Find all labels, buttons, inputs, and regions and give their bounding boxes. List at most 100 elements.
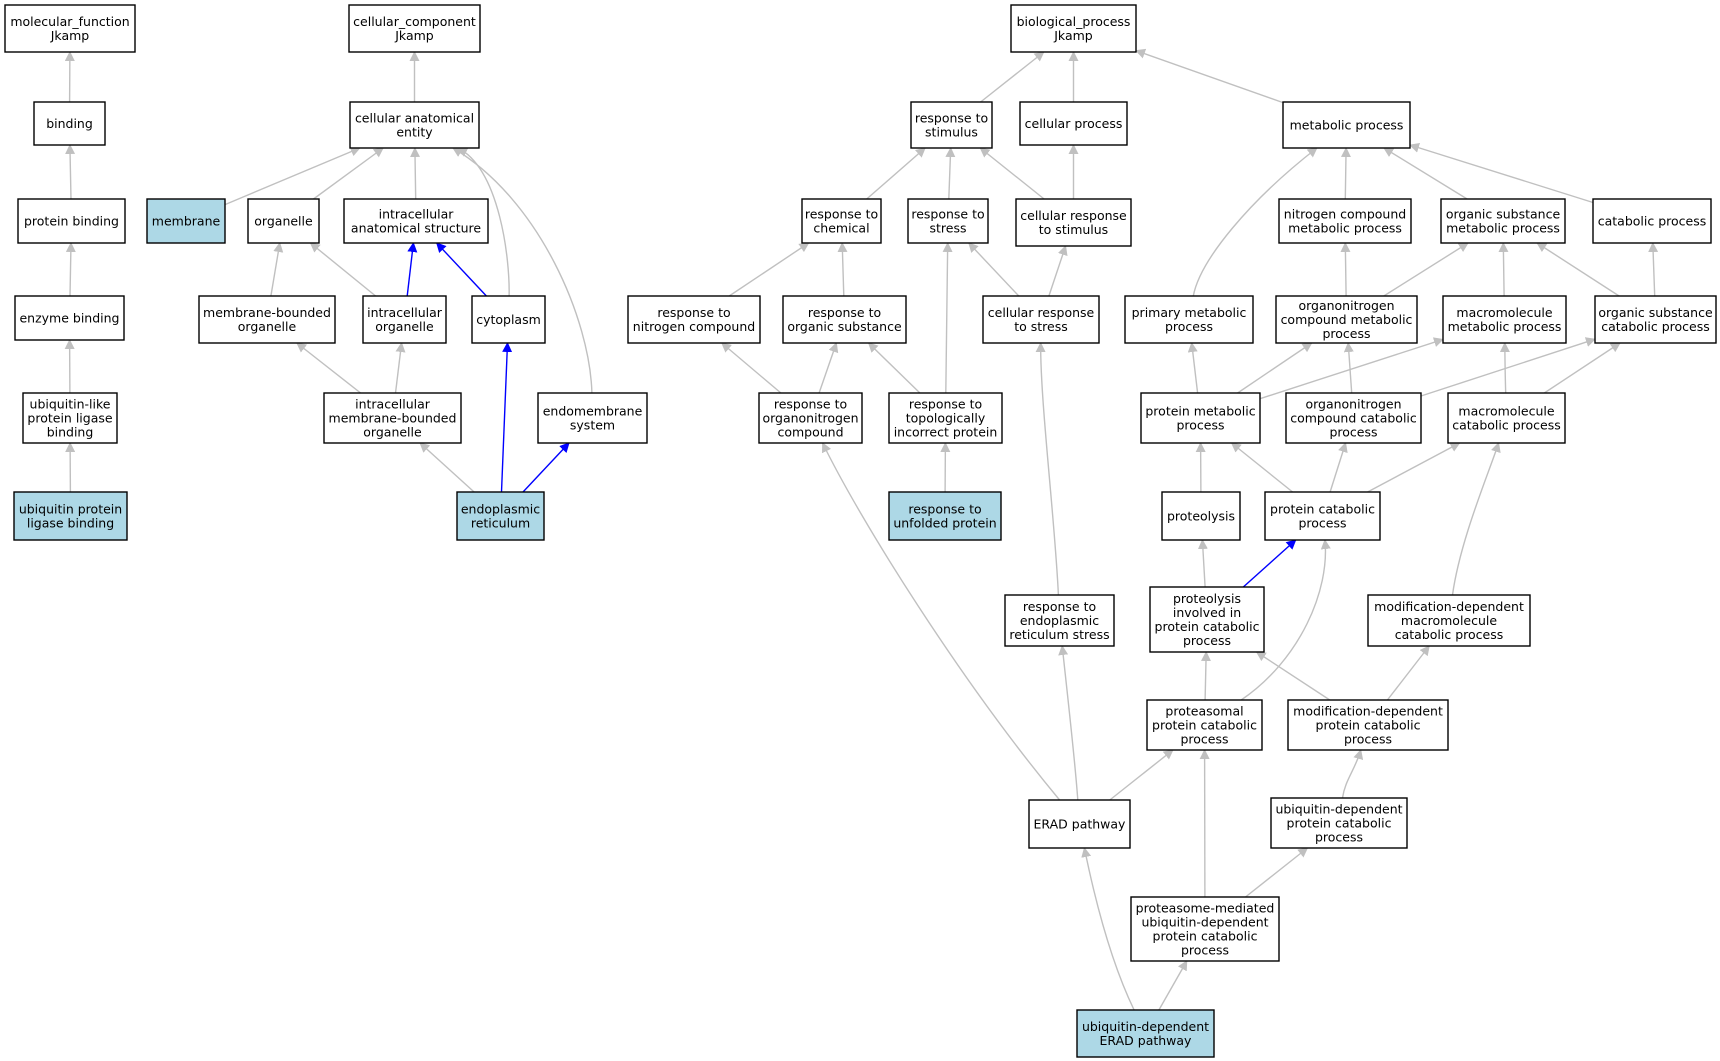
- edge-onccp-to-oscp: [1420, 337, 1596, 397]
- edge-mdpcp-to-mdmcp: [1386, 645, 1430, 701]
- node-label-line: protein metabolic: [1145, 404, 1255, 419]
- node-label-line: process: [1183, 633, 1231, 648]
- node-label-line: involved in: [1173, 605, 1241, 620]
- node-box: [349, 101, 480, 149]
- edge-imbo-to-mbo: [296, 342, 362, 394]
- node-label-line: reticulum stress: [1009, 627, 1109, 642]
- edge-rtnc-to-rtc: [728, 242, 810, 297]
- edge-ppcp-to-pipcp: [1200, 651, 1211, 701]
- node-box: [1015, 198, 1132, 247]
- node-label-line: chemical: [813, 221, 869, 236]
- node-label-line: organonitrogen: [762, 411, 858, 426]
- node-label-line: Jkamp: [1053, 28, 1093, 43]
- edge-rtstress-to-rts: [945, 147, 956, 200]
- node-label-line: ERAD pathway: [1100, 1033, 1193, 1048]
- node-label-line: process: [1322, 326, 1370, 341]
- node-label-line: Jkamp: [50, 28, 90, 43]
- node-box: [247, 198, 320, 244]
- edge-pmudpcp-to-udpcp: [1245, 847, 1309, 898]
- node-label-line: macromolecule: [1458, 404, 1554, 419]
- node-label-line: binding: [46, 116, 93, 131]
- node-box: [348, 4, 481, 53]
- edge-er-to-cytoplasm: [500, 342, 513, 493]
- node-box: [1594, 295, 1717, 344]
- node-cp: cellular process: [1019, 101, 1128, 146]
- edge-mcp-to-oscp: [1543, 342, 1621, 394]
- node-label-line: ubiquitin-dependent: [1275, 802, 1402, 817]
- node-label-line: endomembrane: [543, 404, 643, 419]
- node-pmudpcp: proteasome-mediatedubiquitin-dependentpr…: [1130, 896, 1280, 962]
- edge-rters-to-crtstress: [1035, 342, 1060, 596]
- node-label-line: protein catabolic: [1316, 718, 1421, 733]
- node-label-line: compound metabolic: [1281, 312, 1413, 327]
- node-box: [198, 295, 336, 344]
- node-label-line: topologically: [906, 411, 986, 426]
- node-label-line: incorrect protein: [894, 425, 998, 440]
- node-box: [1442, 295, 1567, 344]
- node-label-line: to stimulus: [1039, 222, 1108, 237]
- node-box: [537, 392, 648, 444]
- node-label-line: membrane-bounded: [203, 305, 331, 320]
- node-label-line: proteasomal: [1165, 704, 1243, 719]
- node-label-line: metabolic process: [1288, 221, 1402, 236]
- edge-rtonc-to-rtos: [818, 342, 839, 394]
- node-label-line: to stress: [1014, 319, 1068, 334]
- node-box: [362, 295, 447, 344]
- node-label-line: process: [1165, 319, 1213, 334]
- edge-oncmp-to-ncmp: [1340, 242, 1351, 297]
- node-label-line: stimulus: [925, 125, 978, 140]
- node-label-line: macromolecule: [1456, 305, 1552, 320]
- node-box: [782, 295, 907, 344]
- node-mp: metabolic process: [1282, 101, 1411, 149]
- node-label-line: process: [1176, 418, 1224, 433]
- node-label-line: ubiquitin-dependent: [1082, 1019, 1209, 1034]
- edge-uderad-to-erad: [1081, 847, 1135, 1011]
- edge-catp-to-mp: [1409, 142, 1594, 204]
- edge-pipcp-to-pcp: [1242, 539, 1297, 588]
- node-label-line: system: [570, 418, 615, 433]
- edge-udpcp-to-mdpcp: [1341, 749, 1364, 799]
- edge-pipcp-to-proteolysis: [1197, 539, 1208, 588]
- edge-er-to-imbo: [419, 442, 475, 493]
- node-label-line: process: [1298, 516, 1346, 531]
- node-label-line: organelle: [375, 319, 434, 334]
- node-label-line: cellular process: [1025, 116, 1123, 131]
- node-label-line: organonitrogen: [1298, 298, 1394, 313]
- edge-cytoplasm-to-cae: [457, 147, 510, 297]
- edge-membrane-to-cae: [224, 146, 361, 206]
- node-label-line: ERAD pathway: [1034, 817, 1127, 832]
- edge-pcp-to-protmp: [1230, 442, 1294, 493]
- node-label-line: Jkamp: [394, 28, 434, 43]
- node-label-line: unfolded protein: [893, 516, 996, 531]
- node-label-line: organonitrogen: [1305, 397, 1401, 412]
- node-label-line: endoplasmic: [1020, 613, 1099, 628]
- edge-io-to-ias: [406, 242, 418, 297]
- node-label-line: proteolysis: [1167, 509, 1235, 524]
- node-label-line: cellular response: [1020, 208, 1127, 223]
- node-label-line: protein catabolic: [1155, 619, 1260, 634]
- node-box: [1285, 392, 1422, 444]
- edge-io-to-organelle: [309, 242, 377, 297]
- node-label-line: process: [1180, 732, 1228, 747]
- node-protein_binding: protein binding: [17, 198, 126, 244]
- edge-mp-to-bp: [1135, 48, 1284, 104]
